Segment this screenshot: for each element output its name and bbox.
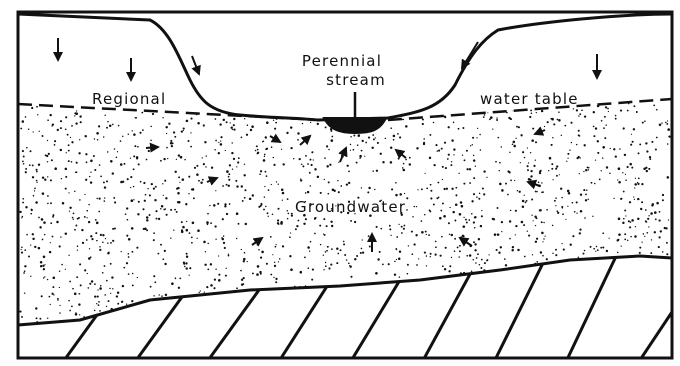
regional-label: Regional	[92, 90, 166, 108]
down-arrow	[192, 56, 199, 74]
flow-arrow	[146, 147, 158, 148]
down-arrow	[462, 42, 478, 68]
bedrock-hatching	[60, 250, 680, 366]
water-table-label: water table	[480, 90, 579, 108]
flow-arrow	[535, 130, 545, 134]
flow-arrow	[300, 136, 310, 145]
perennial-label: Perennial	[302, 52, 382, 70]
groundwater-label: Groundwater	[295, 198, 406, 216]
perennial-stream-channel	[324, 118, 386, 133]
flow-arrow	[252, 238, 262, 245]
flow-arrow	[270, 136, 280, 142]
groundwater-flow-arrows	[146, 130, 545, 252]
flow-arrow	[460, 238, 472, 246]
stream-label: stream	[326, 71, 386, 89]
bedrock-contact-line	[18, 256, 672, 325]
flow-arrow	[340, 148, 346, 162]
flow-arrow	[207, 178, 217, 182]
